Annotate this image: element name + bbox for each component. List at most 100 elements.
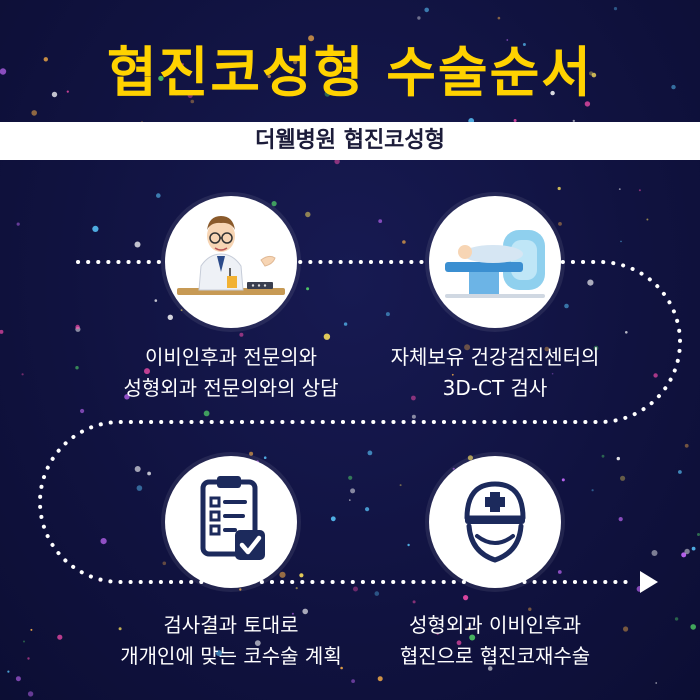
star-dot [469, 634, 476, 641]
star-dot [468, 82, 472, 85]
star-dot [27, 657, 30, 660]
star-dot [134, 241, 141, 248]
subtitle-band: 더웰병원 협진코성형 [0, 122, 700, 160]
star-dot [334, 158, 340, 165]
star-dot [411, 414, 416, 419]
star-dot [651, 550, 658, 556]
star-dot [308, 35, 315, 42]
star-dot [411, 395, 416, 401]
star-dot [7, 670, 10, 673]
star-dot [412, 600, 416, 604]
step-2-line-1: 자체보유 건강검진센터의 [390, 345, 600, 369]
step-3-line-2: 개개인에 맞는 코수술 계획 [120, 644, 342, 668]
star-dot [407, 543, 410, 547]
step-3-line-1: 검사결과 토대로 [163, 613, 299, 637]
star-dot [506, 39, 509, 41]
star-dot [291, 612, 294, 615]
step-1-circle [165, 196, 297, 328]
doctor-consultation-icon [177, 216, 285, 295]
star-dot [51, 91, 58, 98]
star-dot [655, 682, 658, 684]
star-dot [561, 478, 565, 482]
star-dot [267, 74, 271, 79]
star-dot [75, 366, 79, 370]
star-dot [158, 75, 164, 82]
star-dot [684, 548, 690, 555]
star-dot [21, 373, 24, 376]
star-dot [167, 314, 173, 320]
star-dot [154, 299, 158, 302]
star-dot [638, 189, 641, 192]
step-2-line-2: 3D-CT 검사 [442, 376, 548, 400]
star-dot [678, 470, 682, 474]
star-dot [572, 119, 575, 123]
step-2-circle [429, 196, 561, 328]
star-dot [557, 570, 562, 574]
star-dot [118, 627, 122, 631]
star-dot [557, 186, 561, 191]
star-dot [564, 303, 569, 309]
ct-scanner-icon [445, 230, 545, 298]
star-dot [343, 322, 348, 326]
star-dot [402, 240, 406, 244]
star-dot [584, 101, 591, 107]
star-dot [417, 16, 421, 20]
star-dot [350, 488, 356, 494]
step-3-caption: 검사결과 토대로 개개인에 맞는 코수술 계획 [71, 610, 391, 672]
flow-arrow-head [640, 571, 658, 593]
star-dot [646, 218, 649, 221]
star-dot [591, 72, 597, 78]
star-dot [623, 626, 629, 632]
star-dot [528, 607, 532, 611]
page-title: 협진코성형 수술순서 [107, 41, 593, 104]
star-dot [349, 499, 351, 501]
star-dot [463, 595, 469, 601]
star-dot [558, 222, 562, 226]
star-dot [684, 443, 689, 448]
star-dot [353, 586, 358, 592]
star-dot [436, 632, 439, 636]
star-dot [464, 344, 471, 351]
star-dot [330, 516, 336, 522]
step-4-line-2: 협진으로 협진코재수술 [399, 644, 591, 668]
star-dot [323, 333, 331, 340]
star-dot [30, 628, 33, 631]
step-3-circle [165, 456, 297, 588]
star-dot [80, 408, 85, 414]
star-dot [100, 538, 107, 545]
star-dot [249, 451, 254, 456]
star-dot [239, 332, 244, 337]
star-dot [348, 475, 353, 480]
star-dot [613, 7, 618, 11]
star-dot [162, 561, 167, 566]
star-dot [367, 450, 373, 456]
star-dot [180, 309, 183, 311]
star-dot [66, 90, 69, 93]
star-dot [513, 119, 517, 122]
star-dot [544, 346, 550, 352]
star-dot [587, 279, 594, 286]
star-dot [591, 489, 594, 492]
star-dot [136, 485, 143, 491]
star-dot [203, 410, 210, 417]
flow-line-top [38, 260, 682, 584]
star-dot [0, 68, 7, 75]
star-dot [302, 608, 309, 615]
star-dot [57, 634, 63, 640]
star-dot [618, 188, 621, 191]
star-dot [618, 517, 623, 522]
star-dot [671, 84, 676, 90]
star-dot [691, 546, 696, 551]
star-dot [467, 627, 471, 631]
step-1-caption: 이비인후과 전문의와 성형외과 전문의와의 상담 [71, 342, 391, 404]
star-dot [424, 7, 430, 13]
step-4-caption: 성형외과 이비인후과 협진으로 협진코재수술 [335, 610, 655, 672]
star-dot [173, 90, 179, 96]
star-dot [27, 691, 34, 697]
star-dot [456, 640, 462, 646]
star-dot [681, 552, 687, 558]
step-2-caption: 자체보유 건강검진센터의 3D-CT 검사 [335, 342, 655, 404]
star-dot [324, 91, 331, 97]
star-dot [653, 373, 658, 378]
